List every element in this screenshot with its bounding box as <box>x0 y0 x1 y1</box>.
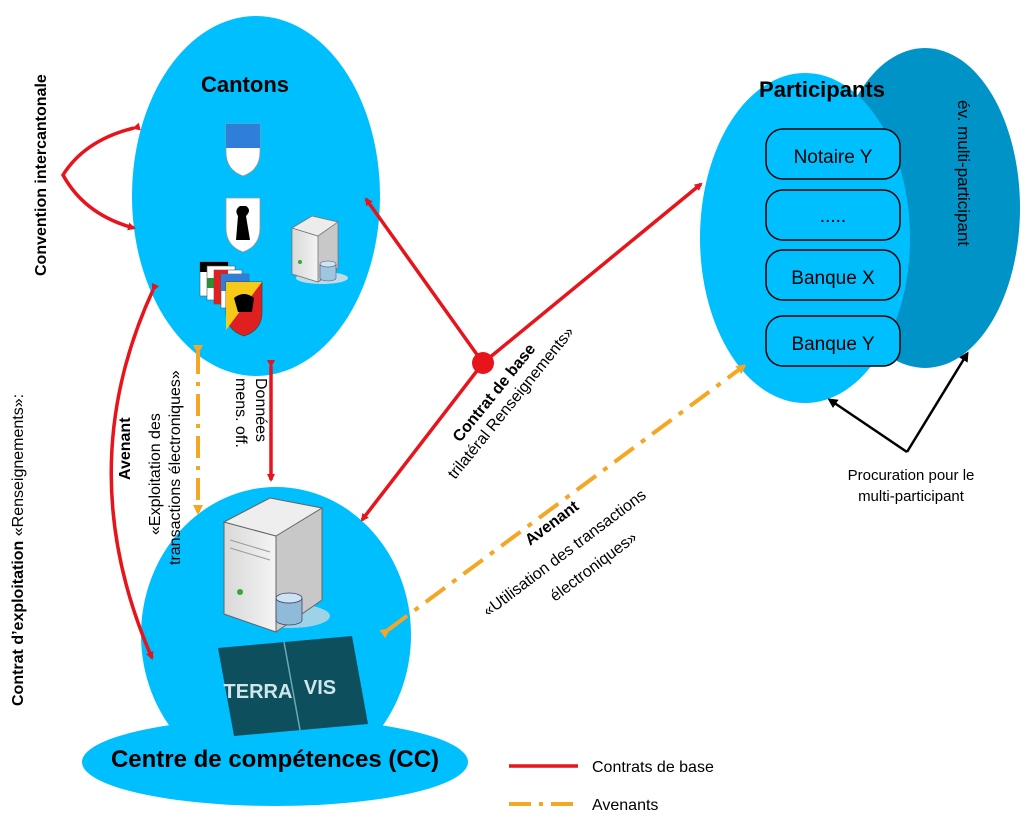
exploitation-contract-arrow <box>109 282 160 660</box>
procuration-arrow <box>905 351 969 453</box>
legend-label: Contrats de base <box>592 759 714 776</box>
exploitation-contract-rest: «Renseignements»: <box>10 394 27 541</box>
donnees-line2: mens. off. <box>232 378 249 448</box>
trilateral-label: trilatéral Renseignements» <box>445 324 578 483</box>
legend: Contrats de base Avenants <box>509 759 714 814</box>
procuration-arrow <box>827 398 908 454</box>
cantons-server-icon <box>291 215 348 284</box>
cc-server-icon <box>222 497 330 633</box>
exploitation-line1: «Exploitation des <box>147 413 164 535</box>
participant-label: Notaire Y <box>794 147 873 168</box>
convention-arrow <box>60 122 141 231</box>
cantons-title: Cantons <box>201 72 289 97</box>
multi-participant-label: év. multi-participant <box>954 100 973 246</box>
participant-box-banque-y <box>765 315 901 367</box>
participant-label: Banque X <box>791 268 875 289</box>
donnees-line1: Données <box>252 378 269 442</box>
avenant-label: Avenant <box>117 417 134 480</box>
procuration-line1: Procuration pour le <box>848 467 975 484</box>
cc-base-ellipse <box>82 718 468 806</box>
canton-flags-stack <box>199 261 250 309</box>
terravis-logo-left: TERRA <box>224 681 293 703</box>
base-contract-to-participants <box>481 182 703 365</box>
exploitation-contract-bold: Contrat d’exploitation <box>10 541 27 706</box>
legend-label: Avenants <box>592 797 658 814</box>
participant-label: ..... <box>820 206 846 227</box>
basel-coat-of-arms <box>225 197 261 253</box>
base-contract-hub <box>472 352 494 374</box>
cc-title: Centre de compétences (CC) <box>111 746 439 773</box>
participant-box-banque-x <box>765 249 901 301</box>
participant-label: Banque Y <box>791 334 874 355</box>
exploitation-line2: transactions électroniques» <box>167 370 184 565</box>
participants-title: Participants <box>759 77 885 102</box>
exploitation-contract-label: Contrat d’exploitation «Renseignements»: <box>10 394 27 706</box>
participant-box-ellipsis <box>765 189 901 241</box>
lucerne-coat-of-arms <box>225 123 261 177</box>
terravis-logo-right: VIS <box>304 677 336 699</box>
base-contract-to-cantons <box>364 197 485 365</box>
participant-box-notaire <box>765 128 901 180</box>
convention-label: Convention intercantonale <box>33 74 50 276</box>
avenant-utilisation-arrow <box>379 364 747 639</box>
procuration-line2: multi-participant <box>858 488 965 505</box>
cantons-ellipse <box>132 16 380 376</box>
terravis-logo: TERRA VIS <box>218 636 368 736</box>
bern-coat-of-arms <box>225 281 263 337</box>
